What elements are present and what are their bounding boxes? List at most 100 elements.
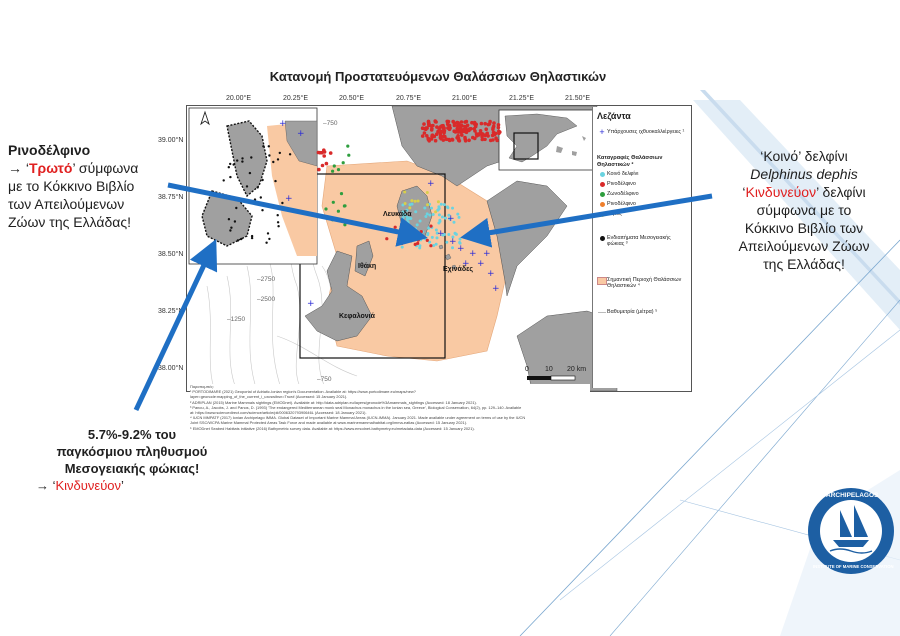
common-dolphin-sighting-point [451, 206, 454, 210]
porpoise-sighting-point [398, 237, 402, 241]
scale-ten: 10 [545, 366, 553, 373]
porpoise-sighting-point [385, 237, 389, 241]
reference-line: Joint SSC/WCPA Marine Mammal Protected A… [190, 420, 468, 426]
legend-important-area: Σημαντική Περιοχή Θαλάσσιων Θηλαστικών ⁴ [597, 276, 685, 290]
ziphius-sighting-point [425, 191, 429, 194]
fish-farm-marker: + [449, 237, 457, 247]
fish-farm-marker: + [285, 194, 293, 204]
monk-seal-habitat-point [268, 237, 271, 241]
porpoise-sighting-point [484, 127, 489, 131]
label-echinades: Εχινάδες [443, 266, 474, 273]
lon-tick: 21.25°E [509, 95, 534, 102]
monk-seal-habitat-point [276, 221, 280, 224]
porpoise-sighting-point [445, 122, 450, 126]
monk-seal-habitat-point [241, 160, 244, 163]
common-dolphin-sighting-point [456, 212, 460, 216]
porpoise-sighting-point [456, 136, 460, 141]
fish-farm-marker: + [462, 259, 470, 269]
porpoise-sighting-point [459, 120, 464, 124]
monk-seal-habitat-point [227, 166, 230, 169]
common-dolphin-sighting-point [425, 212, 429, 216]
monk-seal-habitat-point [261, 209, 264, 212]
reference-line: ² ADRIPLAN (2015) Marine Mammals sightin… [190, 399, 477, 405]
monk-seal-habitat-point [266, 232, 270, 235]
label-lefkada: Λευκάδα [383, 211, 412, 218]
echinades-islands [438, 244, 457, 270]
bottlenose-sighting-point [332, 164, 336, 168]
porpoise-sighting-point [469, 126, 473, 131]
dot-icon [599, 182, 605, 187]
porpoise-sighting-point [427, 122, 431, 126]
monk-seal-habitat-point [281, 201, 284, 205]
porpoise-sighting-point [431, 123, 435, 128]
porpoise-sighting-point [435, 125, 439, 129]
porpoise-sighting-point [416, 238, 420, 242]
porpoise-sighting-point [446, 125, 451, 130]
common-dolphin-sighting-point [424, 215, 428, 218]
common-dolphin-sighting-point [442, 203, 446, 207]
porpoise-sighting-point [422, 122, 426, 126]
common-dolphin-sighting-point [406, 224, 410, 228]
porpoise-sighting-point [451, 119, 456, 124]
common-dolphin-sighting-point [435, 231, 439, 235]
legend-common-dolphin: Κοινό δελφίνι [597, 171, 685, 178]
ziphius-sighting-point [426, 203, 429, 207]
common-dolphin-sighting-point [442, 233, 446, 236]
monk-seal-habitat-point [235, 206, 238, 210]
lat-tick: 38.25°N [158, 308, 184, 315]
porpoise-sighting-point [480, 137, 485, 142]
dot-icon [599, 236, 605, 241]
monk-seal-habitat-point [233, 220, 237, 223]
lat-tick: 38.00°N [158, 365, 184, 372]
bottlenose-sighting-point [339, 192, 344, 196]
depth-label: –750 [323, 120, 338, 127]
status-vulnerable: Τρωτό [29, 160, 73, 176]
monk-seal-habitat-point [229, 175, 232, 179]
locator-box [513, 132, 539, 160]
common-dolphin-sighting-point [437, 205, 441, 209]
contour-line-icon [598, 312, 606, 313]
porpoise-sighting-point [447, 138, 452, 143]
common-dolphin-sighting-point [414, 234, 418, 238]
common-dolphin-sighting-point [434, 242, 438, 246]
dot-icon [599, 202, 605, 207]
porpoise-sighting-point [491, 138, 495, 142]
bottlenose-sighting-point [347, 153, 351, 157]
porpoise-sighting-point [429, 137, 434, 141]
common-dolphin-sighting-point [445, 240, 449, 244]
common-dolphin-sighting-point [427, 226, 431, 230]
label-ithaki: Ιθάκη [358, 263, 377, 270]
fish-farm-marker: + [279, 119, 287, 129]
references-block: Παραπομπές: ¹ PORTODIMARE (2021) Geoport… [190, 384, 590, 492]
porpoise-sighting-point [457, 122, 461, 126]
common-dolphin-sighting-point [451, 235, 455, 239]
annotation-porpoise-title: Ρινοδέλφινο [8, 142, 91, 158]
legend-harbour-porpoise: Ρινοδέλφινο [597, 181, 685, 188]
common-dolphin-sighting-point [402, 227, 406, 231]
common-dolphin-sighting-point [428, 240, 432, 244]
fish-farm-marker: + [297, 129, 305, 139]
lat-tick: 38.50°N [158, 251, 184, 258]
porpoise-sighting-point [471, 135, 475, 140]
monk-seal-habitat-point [276, 214, 279, 217]
common-dolphin-sighting-point [418, 219, 422, 223]
common-dolphin-sighting-point [439, 202, 443, 206]
common-dolphin-sighting-point [435, 236, 439, 240]
lon-tick: 21.00°E [452, 95, 477, 102]
north-arrow-icon [200, 110, 210, 126]
monk-seal-habitat-point [253, 198, 257, 201]
common-dolphin-sighting-point [418, 246, 422, 250]
porpoise-sighting-point [497, 131, 501, 135]
reference-line: at: https://www.sciencedirect.com/scienc… [190, 410, 367, 416]
porpoise-sighting-point [493, 131, 498, 136]
monk-seal-habitat-point [250, 236, 254, 240]
monk-seal-habitat-point [241, 157, 244, 160]
porpoise-sighting-point [485, 131, 490, 136]
porpoise-sighting-point [490, 133, 495, 138]
status-endangered: Κινδυνεύον [55, 478, 122, 493]
common-dolphin-sighting-point [401, 237, 405, 241]
porpoise-sighting-point [456, 130, 461, 134]
fish-farm-marker: + [483, 249, 491, 259]
depth-label: –750 [317, 376, 332, 383]
reference-line: ³ Panou, A., Jacobs, J. and Panos, D. (1… [190, 404, 522, 410]
